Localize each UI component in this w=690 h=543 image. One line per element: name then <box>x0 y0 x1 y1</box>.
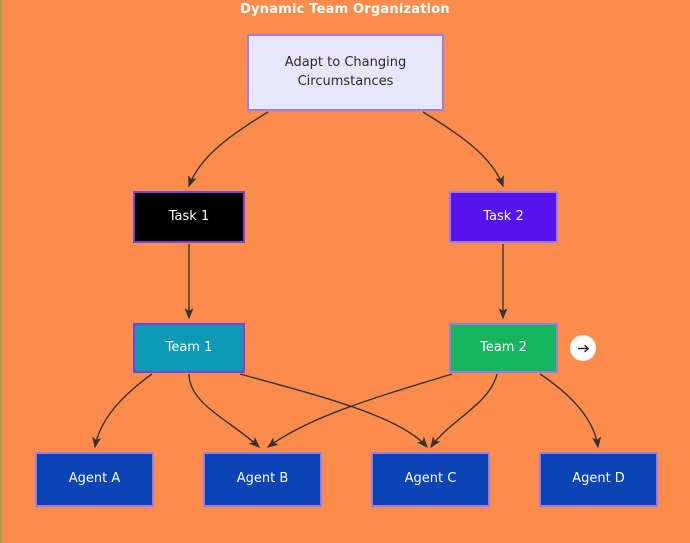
node-label: Task 2 <box>483 208 524 224</box>
node-adapt-to-changing-circumstances[interactable]: Adapt to Changing Circumstances <box>247 34 444 111</box>
arrow-right-icon <box>577 344 589 352</box>
edge-team1-to-agentB <box>188 373 261 448</box>
node-label: Agent C <box>404 471 457 487</box>
edge-root-to-task1 <box>188 111 269 188</box>
edge-team2-to-agentD <box>539 373 602 449</box>
node-task-1[interactable]: Task 1 <box>133 191 245 243</box>
next-step-button[interactable] <box>570 335 596 361</box>
edge-team1-to-agentA <box>92 373 153 449</box>
node-agent-c[interactable]: Agent C <box>371 452 490 507</box>
canvas-left-edge-strip <box>0 0 2 543</box>
node-label: Task 1 <box>168 208 210 224</box>
node-label: Team 1 <box>165 339 213 355</box>
node-label: Agent A <box>68 471 121 487</box>
node-label: Agent B <box>236 471 289 487</box>
node-label: Agent D <box>572 471 625 487</box>
node-team-2[interactable]: Team 2 <box>449 323 558 373</box>
edge-root-to-task2 <box>422 111 504 188</box>
node-agent-b[interactable]: Agent B <box>203 452 322 507</box>
node-label: Team 2 <box>480 339 527 355</box>
node-label: Adapt to Changing Circumstances <box>284 54 407 89</box>
page-title: Dynamic Team Organization <box>240 2 450 17</box>
edge-team2-to-agentC <box>430 373 498 449</box>
node-agent-a[interactable]: Agent A <box>35 452 154 507</box>
node-task-2[interactable]: Task 2 <box>449 191 558 243</box>
edge-team2-to-agentB <box>266 373 453 448</box>
node-team-1[interactable]: Team 1 <box>133 323 245 373</box>
edge-team1-to-agentC <box>239 373 428 449</box>
node-agent-d[interactable]: Agent D <box>539 452 658 507</box>
